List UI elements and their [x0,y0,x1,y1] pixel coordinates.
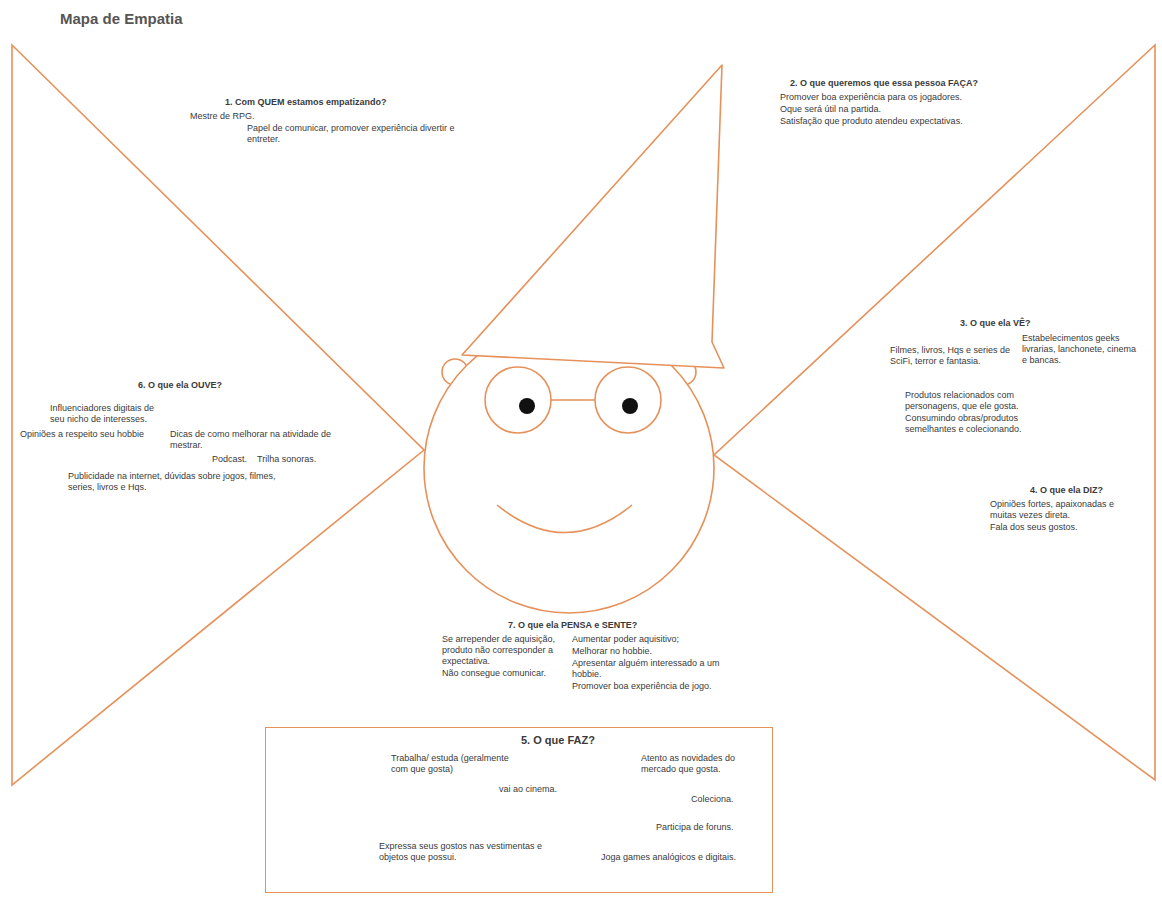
note-text: Papel de comunicar, promover experiência… [247,123,462,145]
section-heading: 7. O que ela PENSA e SENTE? [508,620,637,631]
note-text: Se arrepender de aquisição, produto não … [442,634,564,666]
glasses-lens [595,367,661,433]
section-heading: 2. O que queremos que essa pessoa FAÇA? [790,78,978,89]
pupil [622,398,638,414]
glasses-bridge [551,399,595,401]
note-text: vai ao cinema. [499,784,557,795]
note-text: Fala dos seus gostos. [990,522,1078,533]
wizard-hat [462,65,724,368]
note-text: Promover boa experiência para os jogador… [780,92,962,103]
note-text: Coleciona. [691,794,734,805]
note-text: Aumentar poder aquisitivo; [572,634,722,645]
wing-outline [714,45,1155,780]
note-text: Oque será útil na partida. [780,104,881,115]
wing-line [12,45,424,785]
empathy-wing: 6. O que ela OUVE? Influenciadores digita… [12,45,424,785]
note-text: Influenciadores digitais de seu nicho de… [50,403,170,425]
note-text: Participa de foruns. [656,822,734,833]
smile [497,505,632,533]
note-text: Consumindo obras/produtos semelhantes e … [905,413,1045,435]
note-text: Trilha sonoras. [257,454,316,465]
note-text: Estabelecimentos geeks livrarias, lancho… [1022,333,1140,365]
note-text: Satisfação que produto atendeu expectati… [780,116,963,127]
pupil [519,398,535,414]
note-text: Trabalha/ estuda (geralmente com que gos… [391,753,516,775]
section-heading: 6. O que ela OUVE? [138,380,222,391]
note-text: Produtos relacionados com personagens, q… [905,390,1045,412]
empathy-wing: 3. O que ela VÊ? Filmes, livros, Hqs e se… [714,45,1155,780]
glasses-lens [485,367,551,433]
note-text: Filmes, livros, Hqs e series de SciFi, t… [890,345,1015,367]
note-text: Apresentar alguém interessado a um hobbi… [572,658,722,680]
note-text: Promover boa experiência de jogo. [572,681,722,692]
note-text: Mestre de RPG. [190,111,255,122]
note-text: Podcast. [212,454,247,465]
diagram-title: Mapa de Empatia [60,10,183,28]
section-heading: 5. O que FAZ? [521,734,595,747]
section-heading: 3. O que ela VÊ? [960,318,1031,329]
section-heading: 4. O que ela DIZ? [1030,485,1103,496]
note-text: Dicas de como melhorar na atividade de m… [170,429,345,451]
note-text: Publicidade na internet, dúvidas sobre j… [68,471,278,493]
section-heading: 1. Com QUEM estamos empatizando? [225,97,387,108]
note-text: Não consegue comunicar. [442,668,564,679]
head [424,323,714,613]
wing-line [714,45,1155,780]
note-text: Opiniões a respeito seu hobbie [20,429,144,440]
note-text: Expressa seus gostos nas vestimentas e o… [379,841,554,863]
note-text: Melhorar no hobbie. [572,646,722,657]
note-text: Opiniões fortes, apaixonadas e muitas ve… [990,499,1115,521]
note-text: Joga games analógicos e digitais. [601,852,736,863]
section-box: 5. O que FAZ? Trabalha/ estuda (geralment… [265,727,773,893]
note-text: Atento as novidades do mercado que gosta… [641,753,756,775]
